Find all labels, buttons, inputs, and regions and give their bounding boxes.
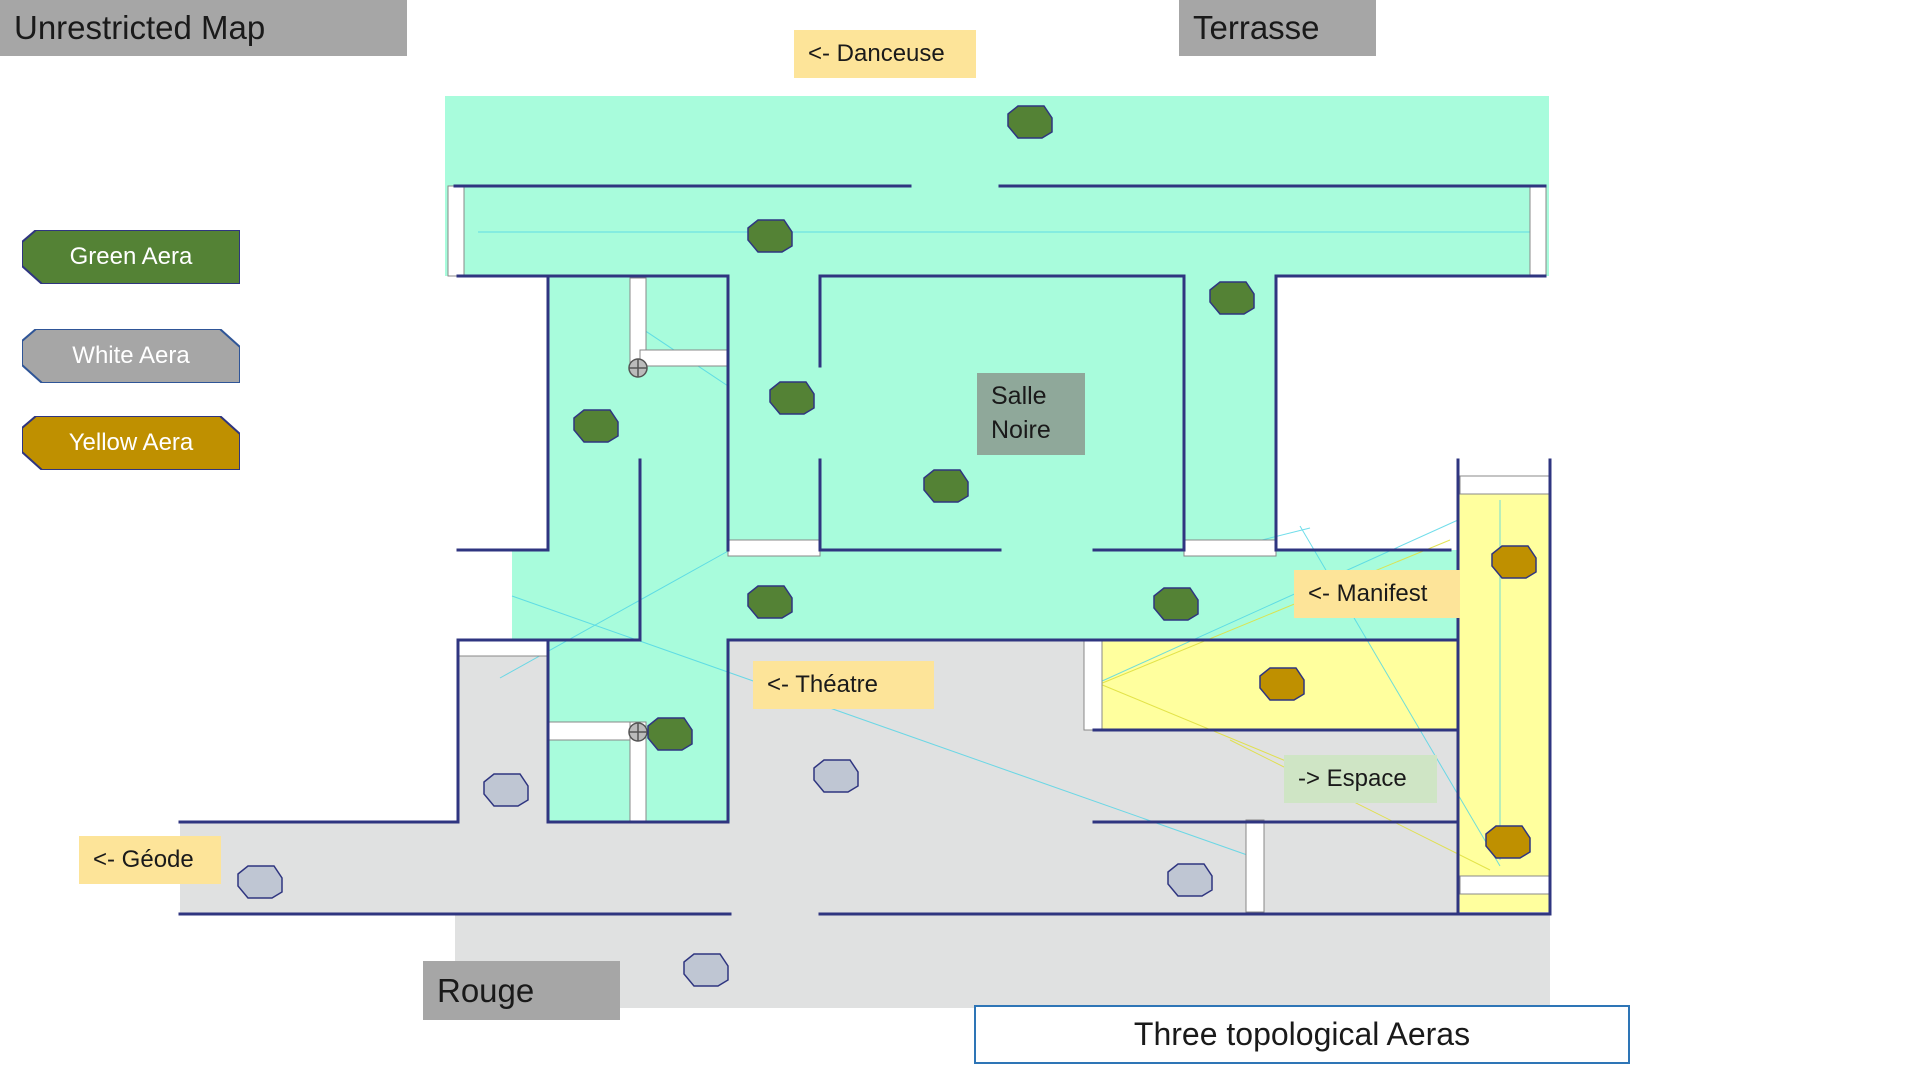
green-hexagon-marker-icon bbox=[1209, 281, 1255, 315]
green-hexagon-marker-icon bbox=[573, 409, 619, 443]
green-hexagon-marker-icon bbox=[747, 219, 793, 253]
green-hexagon-marker-icon bbox=[747, 585, 793, 619]
link-label-danceuse: <- Danceuse bbox=[794, 30, 976, 78]
room-label-salle-noire: Salle Noire bbox=[977, 373, 1085, 455]
link-label-theatre: <- Théatre bbox=[753, 661, 934, 709]
white-hexagon-marker-icon bbox=[1167, 863, 1213, 897]
white-area-bottom bbox=[455, 912, 1550, 1008]
green-hexagon-marker-icon bbox=[1153, 587, 1199, 621]
green-hexagon-marker-icon bbox=[1007, 105, 1053, 139]
legend-swatch-white bbox=[22, 329, 240, 383]
green-hexagon-marker-icon bbox=[923, 469, 969, 503]
crosshair-circle-icon bbox=[628, 722, 648, 742]
green-hexagon-marker-icon bbox=[769, 381, 815, 415]
legend-item-white: White Aera bbox=[22, 329, 240, 383]
crosshair-circle-icon bbox=[628, 358, 648, 378]
salle-noire-line2: Noire bbox=[991, 416, 1051, 444]
page-title: Unrestricted Map bbox=[0, 0, 407, 56]
legend-label-green: Green Aera bbox=[69, 243, 193, 270]
white-hexagon-marker-icon bbox=[683, 953, 729, 987]
white-hexagon-marker-icon bbox=[813, 759, 859, 793]
link-label-geode: <- Géode bbox=[79, 836, 221, 884]
legend-label-yellow: Yellow Aera bbox=[68, 429, 194, 456]
link-label-manifest: <- Manifest bbox=[1294, 570, 1460, 618]
legend-swatch-yellow bbox=[22, 416, 240, 470]
yellow-hexagon-marker-icon bbox=[1259, 667, 1305, 701]
legend-item-green: Green Aera bbox=[22, 230, 240, 284]
yellow-hexagon-marker-icon bbox=[1485, 825, 1531, 859]
walls bbox=[178, 184, 1552, 916]
legend-item-yellow: Yellow Aera bbox=[22, 416, 240, 470]
area-fills bbox=[180, 96, 1550, 1008]
link-label-espace: -> Espace bbox=[1284, 755, 1437, 803]
yellow-hexagon-marker-icon bbox=[1491, 545, 1537, 579]
white-hexagon-marker-icon bbox=[237, 865, 283, 899]
green-hexagon-marker-icon bbox=[647, 717, 693, 751]
room-label-rouge: Rouge bbox=[423, 961, 620, 1020]
green-area-right-col bbox=[1184, 276, 1276, 550]
markers bbox=[237, 105, 1537, 987]
legend-swatch-green bbox=[22, 230, 240, 284]
caption: Three topological Aeras bbox=[974, 1005, 1630, 1064]
white-hexagon-marker-icon bbox=[483, 773, 529, 807]
legend-label-white: White Aera bbox=[72, 342, 190, 369]
door-openings bbox=[447, 185, 1551, 913]
room-label-terrasse: Terrasse bbox=[1179, 0, 1376, 56]
salle-noire-line1: Salle bbox=[991, 382, 1047, 410]
